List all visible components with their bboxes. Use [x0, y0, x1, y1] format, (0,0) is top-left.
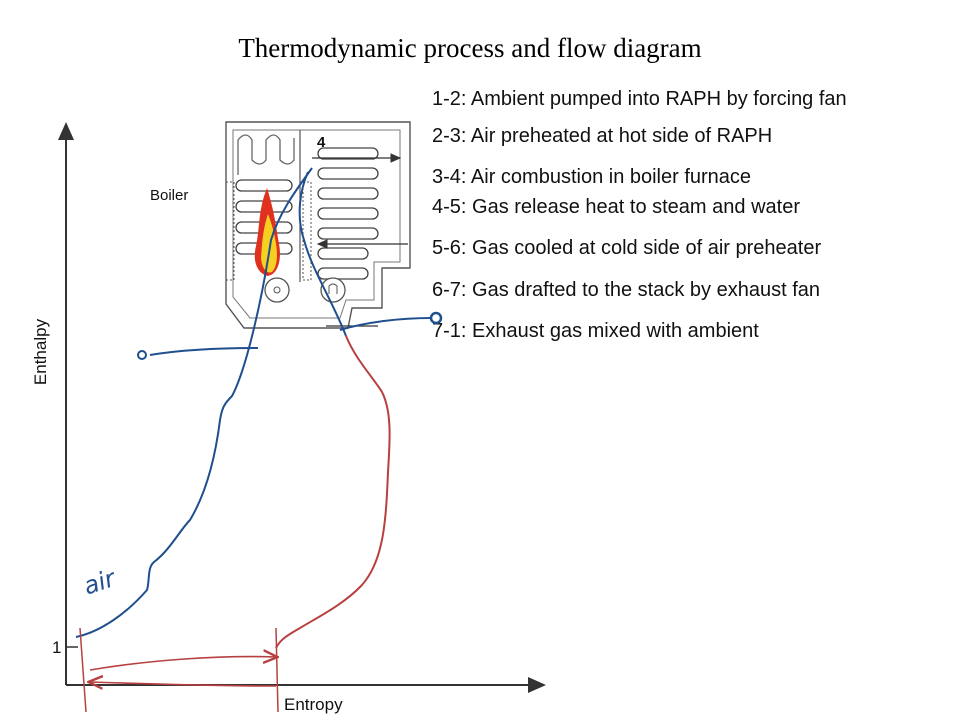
coil-right-7	[317, 267, 369, 280]
gas-process-path	[79, 335, 391, 713]
legend-item-6-7: 6-7: Gas drafted to the stack by exhaust…	[432, 279, 820, 301]
superheater-coil	[237, 134, 295, 175]
process-legend: 1-2: Ambient pumped into RAPH by forcing…	[432, 88, 847, 342]
coil-right-4	[317, 207, 379, 220]
drum-left	[264, 277, 290, 303]
gas-path-upper-stroke	[298, 171, 347, 337]
exhaust-marker-icon	[429, 311, 443, 325]
legend-item-4-5: 4-5: Gas release heat to steam and water	[432, 196, 800, 218]
coil-left-1	[235, 179, 293, 192]
coil-right-3	[317, 187, 379, 200]
state-point-label-1: 1	[52, 638, 61, 657]
state-point-label-4: 4	[317, 134, 326, 151]
page-title: Thermodynamic process and flow diagram	[238, 33, 701, 63]
coil-right-5	[317, 227, 379, 240]
exhaust-stroke	[339, 317, 433, 331]
entropy-marker-right	[275, 627, 279, 713]
chart-axes: Enthalpy Entropy 1	[31, 122, 546, 714]
coil-right-1	[317, 147, 379, 160]
air-annotation: air	[80, 563, 120, 600]
boiler-inner-wall	[232, 129, 401, 319]
air-inlet-stroke	[149, 347, 259, 356]
y-axis-label: Enthalpy	[31, 318, 50, 385]
drum-right-core	[328, 283, 338, 294]
legend-item-7-1: 7-1: Exhaust gas mixed with ambient	[432, 320, 759, 342]
legend-item-1-2: 1-2: Ambient pumped into RAPH by forcing…	[432, 88, 847, 110]
boiler-label: Boiler	[150, 187, 188, 204]
coil-right-6	[317, 247, 369, 260]
drum-left-core	[273, 286, 281, 294]
water-wall-center	[302, 181, 312, 281]
coil-right-2	[317, 167, 379, 180]
legend-item-2-3: 2-3: Air preheated at hot side of RAPH	[432, 125, 772, 147]
water-wall-left	[225, 181, 235, 281]
entropy-return-arrow	[90, 682, 277, 686]
flame-inner-icon	[261, 214, 277, 273]
entropy-change-arrow	[89, 657, 276, 671]
entropy-marker-left	[79, 627, 87, 713]
air-path-curve	[75, 167, 313, 638]
boiler-schematic: Boiler 4	[150, 121, 411, 329]
legend-item-3-4: 3-4: Air combustion in boiler furnace	[432, 166, 751, 188]
x-axis-label: Entropy	[284, 695, 343, 714]
gas-path-curve	[275, 335, 391, 649]
legend-item-5-6: 5-6: Gas cooled at cold side of air preh…	[432, 237, 821, 259]
air-inlet-marker-icon	[137, 350, 147, 360]
